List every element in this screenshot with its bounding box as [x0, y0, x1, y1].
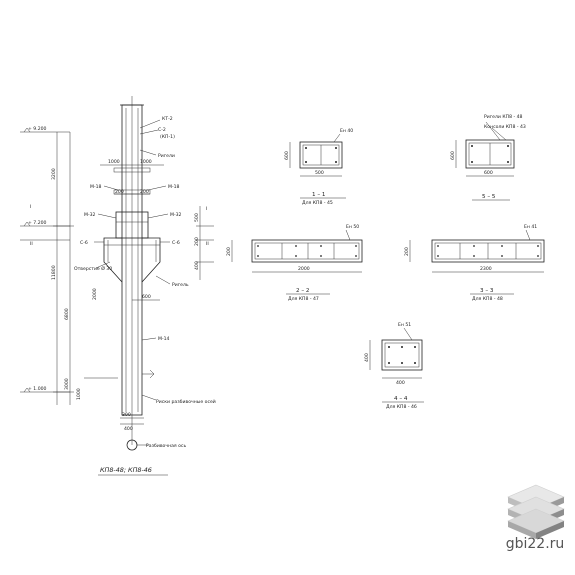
dim-bottom-300: 300 — [122, 412, 131, 418]
dim-vertical-2000: 2000 — [92, 288, 98, 300]
section-5-5-height: 600 — [450, 151, 456, 160]
dim-h-1000-right: 1000 — [140, 159, 152, 165]
callout-kp1: (КП-1) — [160, 134, 175, 140]
section-4-4-width: 400 — [396, 380, 405, 386]
section-2-2: Ен 50 2000 200 2 – 2 Для КП8 - 47 — [226, 224, 363, 302]
dim-h-200-right: 200 — [140, 189, 149, 195]
section-3-3-height: 200 — [404, 247, 410, 256]
section-1-1-title: 1 – 1 — [312, 192, 326, 198]
section-1-1-subtitle: Для КП8 - 45 — [302, 200, 333, 206]
elevation-label-top: + 9.200 — [28, 126, 47, 132]
dim-v-500: 500 — [194, 213, 200, 222]
dim-bottom-400: 400 — [124, 426, 133, 432]
section-3-3-title: 3 – 3 — [480, 288, 494, 294]
callout-c6-left: С-6 — [80, 240, 88, 246]
elevation-label-bottom: + 1.000 — [28, 386, 47, 392]
stacked-slabs-logo-icon — [507, 484, 565, 539]
section-5-5-width: 600 — [484, 170, 493, 176]
section-marker-i-left: I — [30, 204, 31, 210]
callout-hole: Отверстие Ø 30 — [74, 265, 112, 272]
callout-c2: С-2 — [158, 127, 166, 133]
callout-m14: М-14 — [158, 336, 170, 342]
section-4-4: Ен 51 400 400 4 – 4 Для КП8 - 46 — [364, 322, 424, 410]
callout-c6-right: С-6 — [172, 240, 180, 246]
section-2-2-height: 200 — [226, 247, 232, 256]
dim-vertical-3000: 3000 — [64, 378, 70, 390]
elevation-label-2: + 7.200 — [28, 220, 47, 226]
section-3-3-subtitle: Для КП8 - 48 — [472, 296, 503, 302]
section-marker-ii-left: II — [30, 241, 33, 247]
section-5-5-callout2: Консоли КП8 - 43 — [484, 124, 526, 130]
callout-rigeli: Ригели — [158, 153, 175, 159]
section-1-1-callout: Ен 40 — [340, 128, 353, 134]
section-1-1-width: 500 — [315, 170, 324, 176]
section-5-5-callout: Ригели КП8 - 48 — [484, 114, 523, 120]
section-5-5: Ригели КП8 - 48 Консоли КП8 - 43 600 600… — [450, 114, 526, 201]
column-elevation: + 9.200 + 7.200 + 1.000 I II 3200 11800 … — [20, 96, 216, 476]
callout-m32-right: М-32 — [170, 212, 182, 218]
section-4-4-subtitle: Для КП8 - 46 — [386, 404, 417, 410]
section-4-4-callout: Ен 51 — [398, 322, 411, 328]
section-2-2-callout: Ен 50 — [346, 224, 359, 230]
section-2-2-subtitle: Для КП8 - 47 — [288, 296, 319, 302]
dim-vertical-11800: 11800 — [51, 265, 57, 280]
dim-vertical-1000: 1000 — [76, 388, 82, 400]
dim-v-400: 400 — [194, 261, 200, 270]
dim-vertical-6800: 6800 — [64, 308, 70, 320]
section-1-1: Ен 40 500 600 1 – 1 Для КП8 - 45 — [284, 128, 353, 206]
dim-vertical-3200: 3200 — [51, 168, 57, 180]
callout-m18-left: М-18 — [90, 184, 102, 190]
section-5-5-title: 5 – 5 — [482, 194, 496, 200]
section-4-4-height: 400 — [364, 353, 370, 362]
section-3-3: Ен 41 2300 200 3 – 3 Для КП8 - 48 — [404, 224, 545, 302]
watermark-text[interactable]: gbi22.ru — [505, 536, 565, 552]
callout-kt2: КТ-2 — [162, 116, 173, 122]
callout-m32-left: М-32 — [84, 212, 96, 218]
section-2-2-title: 2 – 2 — [296, 288, 309, 294]
callout-axis-marks: Риски разбивочные осей — [156, 398, 216, 405]
section-3-3-width: 2300 — [480, 266, 492, 272]
section-marker-ii-right: II — [206, 241, 209, 247]
section-2-2-width: 2000 — [298, 266, 310, 272]
dim-h-200-left: 200 — [115, 189, 124, 195]
callout-rigel: Ригель — [172, 282, 189, 288]
section-3-3-callout: Ен 41 — [524, 224, 537, 230]
dim-h-1000-left: 1000 — [108, 159, 120, 165]
callout-m18-right: М-18 — [168, 184, 180, 190]
dim-h-600: 600 — [142, 294, 151, 300]
column-caption: КП8-48; КП8-46 — [100, 466, 152, 474]
section-marker-i-right: I — [206, 206, 207, 212]
section-4-4-title: 4 – 4 — [394, 396, 408, 402]
callout-axis: Разбивочная ось — [146, 443, 186, 449]
dim-v-200: 200 — [194, 237, 200, 246]
section-1-1-height: 600 — [284, 151, 290, 160]
